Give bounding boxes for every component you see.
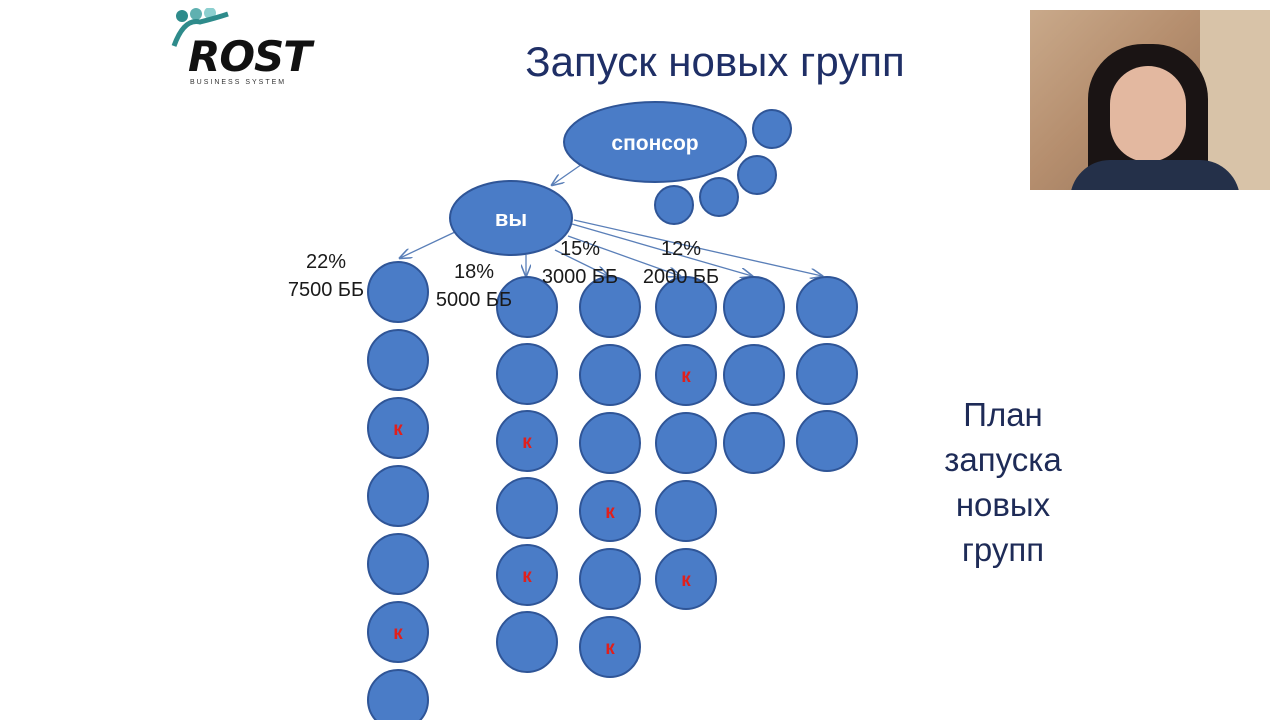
column-percent-label: 12% — [661, 238, 701, 260]
partner-node — [367, 261, 429, 323]
side-caption-line: новых — [955, 486, 1051, 523]
connector-arrow — [567, 235, 680, 276]
logo-subtitle: BUSINESS SYSTEM — [190, 79, 287, 86]
connector-arrow — [573, 219, 822, 276]
rost-logo: ROST BUSINESS SYSTEM — [170, 8, 312, 92]
sponsor-partner-node — [654, 185, 694, 225]
partner-node — [496, 276, 558, 338]
webcam-background — [1200, 10, 1270, 190]
k-mark: к — [605, 638, 615, 659]
partner-node — [367, 329, 429, 391]
presenter-body — [1070, 160, 1240, 190]
connector-arrow — [571, 223, 752, 276]
sponsor-label: спонсор — [611, 132, 698, 155]
connector-arrow — [554, 249, 608, 276]
sponsor-partner-node — [699, 177, 739, 217]
column-points-label: 5000 ББ — [436, 289, 512, 311]
partner-node — [655, 412, 717, 474]
k-mark: к — [681, 366, 691, 387]
k-mark: к — [393, 623, 403, 644]
column-percent-label: 22% — [306, 251, 346, 273]
partner-node — [496, 343, 558, 405]
partner-node — [367, 465, 429, 527]
partner-node — [579, 276, 641, 338]
logo-figures-icon — [171, 8, 229, 47]
partner-node — [496, 544, 558, 606]
sponsor-node — [563, 101, 747, 183]
partner-node — [496, 611, 558, 673]
partner-node — [579, 548, 641, 610]
side-caption: План запуска новых групп — [915, 392, 1091, 572]
column-points-label: 7500 ББ — [288, 279, 364, 301]
connector-arrow — [400, 231, 456, 258]
k-mark: к — [393, 419, 403, 440]
you-label: вы — [495, 206, 527, 231]
sponsor-partner-node — [752, 109, 792, 149]
presenter-face — [1110, 66, 1186, 162]
connector-arrow — [552, 161, 586, 185]
partner-node — [367, 669, 429, 720]
column-percent-label: 18% — [454, 261, 494, 283]
column-points-label: 3000 ББ — [542, 266, 618, 288]
column-points-label: 2000 ББ — [643, 266, 719, 288]
partner-node — [579, 480, 641, 542]
partner-node — [723, 276, 785, 338]
partner-node — [655, 344, 717, 406]
side-caption-line: План — [963, 396, 1043, 433]
logo-text: ROST — [188, 32, 312, 81]
partner-node — [796, 410, 858, 472]
partner-node — [579, 344, 641, 406]
you-node — [449, 180, 573, 256]
k-mark: к — [605, 502, 615, 523]
column-percent-label: 15% — [560, 238, 600, 260]
partner-node — [723, 344, 785, 406]
partner-node — [655, 480, 717, 542]
side-caption-line: групп — [961, 531, 1045, 568]
presenter-webcam — [1030, 10, 1270, 190]
k-mark: к — [522, 432, 532, 453]
partner-node — [655, 548, 717, 610]
k-mark: к — [522, 566, 532, 587]
side-caption-line: запуска — [944, 441, 1062, 478]
partner-node — [367, 533, 429, 595]
k-mark: к — [681, 570, 691, 591]
partner-node — [796, 343, 858, 405]
partner-node — [579, 616, 641, 678]
partner-node — [496, 410, 558, 472]
partner-node — [496, 477, 558, 539]
partner-node — [796, 276, 858, 338]
sponsor-partner-node — [737, 155, 777, 195]
partner-node — [723, 412, 785, 474]
partner-node — [655, 276, 717, 338]
partner-node — [367, 397, 429, 459]
slide-title: Запуск новых групп — [525, 38, 905, 85]
partner-node — [367, 601, 429, 663]
partner-node — [579, 412, 641, 474]
